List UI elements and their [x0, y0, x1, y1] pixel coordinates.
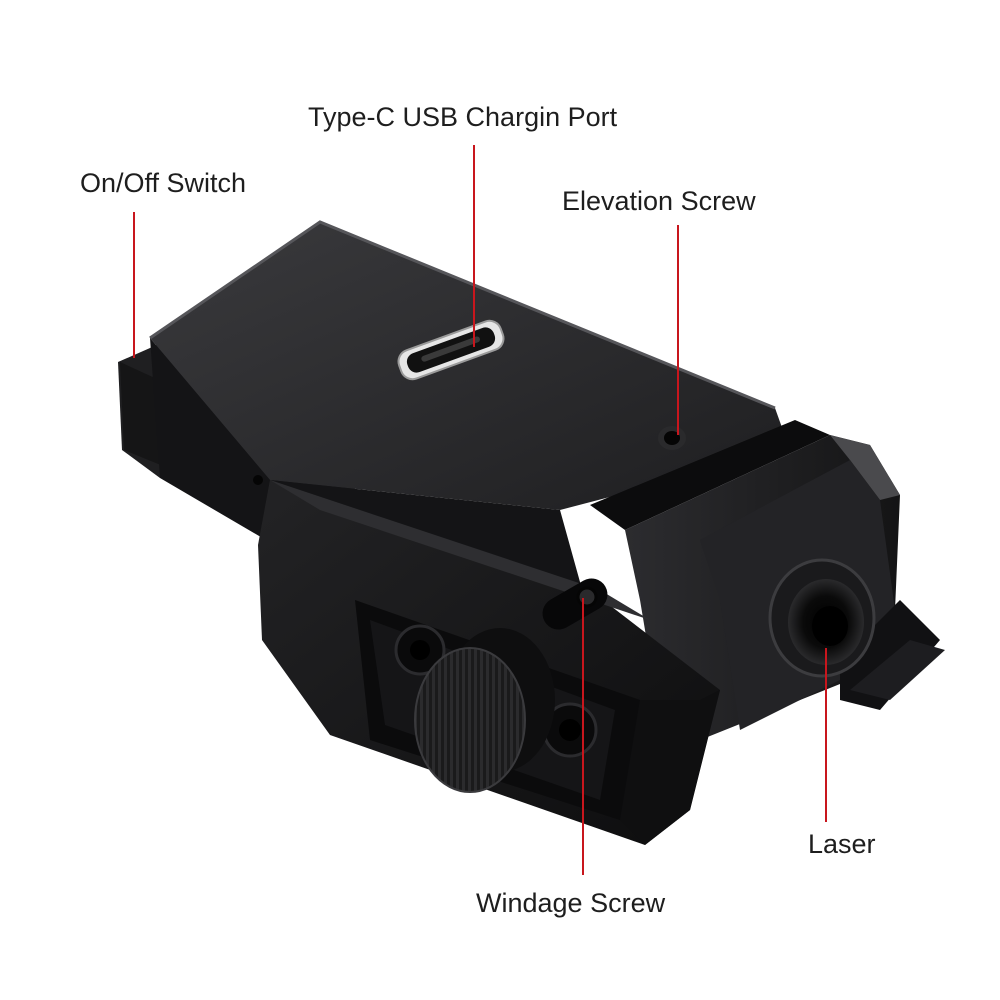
leader-line-laser: [825, 648, 827, 822]
rail-groove: [590, 420, 830, 530]
leader-line-switch: [133, 212, 135, 358]
side-hole: [253, 475, 263, 485]
label-elevation: Elevation Screw: [562, 186, 756, 216]
leader-line-usb-port: [473, 145, 475, 347]
side-face: [150, 338, 585, 600]
label-laser: Laser: [808, 829, 876, 859]
thumb-wheel: [414, 628, 555, 793]
leader-line-elevation: [677, 225, 679, 435]
top-edge-highlight: [149, 220, 776, 410]
elevation-screw-hole: [658, 426, 686, 450]
label-usb-port: Type-C USB Chargin Port: [308, 102, 618, 132]
leader-line-windage: [582, 598, 584, 875]
top-surface: [150, 222, 790, 510]
label-windage: Windage Screw: [476, 888, 666, 918]
windage-screw-head: [576, 586, 598, 608]
laser-aperture: [768, 558, 876, 678]
label-switch: On/Off Switch: [80, 168, 247, 198]
